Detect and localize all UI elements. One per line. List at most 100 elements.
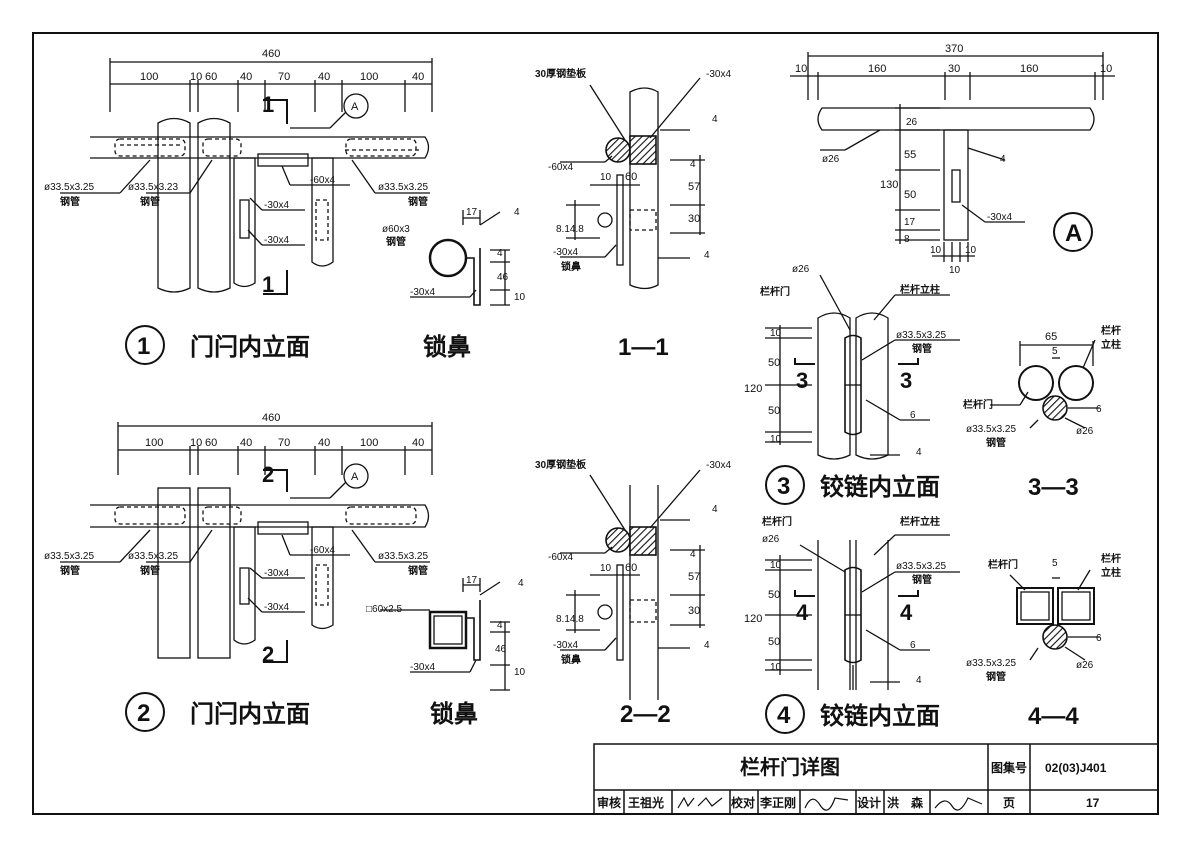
cut-label-2-bottom: 2 — [262, 642, 274, 667]
label-flat-60x4-s2: -60x4 — [548, 552, 573, 563]
dim-60-s1: 60 — [625, 171, 637, 183]
lock-title-1: 锁鼻 — [423, 333, 471, 361]
label-pipe-left-2: ø33.5x3.25 — [44, 551, 94, 562]
weld-4-lock: 4 — [514, 207, 520, 218]
dim-60-a: 60 — [205, 71, 217, 83]
label-rail-33: 栏杆 — [1101, 324, 1121, 337]
detail-1-number: 1 — [137, 333, 150, 360]
detail-3-title: 铰链内立面 — [820, 473, 940, 501]
section-1-1-title: 1—1 — [618, 334, 669, 361]
mark-a-small-2: A — [351, 471, 359, 483]
dim-370: 370 — [945, 43, 963, 55]
dim-10-2lock: 10 — [514, 667, 526, 678]
label-flat-30x4-da: -30x4 — [987, 212, 1012, 223]
dim-100-a: 100 — [140, 71, 158, 83]
label-pipe-33: ø33.5x3.25 — [966, 424, 1016, 435]
label-rail-44: 栏杆 — [1101, 552, 1121, 565]
dim-460-2: 460 — [262, 412, 280, 424]
dim-40-c: 40 — [412, 71, 424, 83]
titleblock-checker: 李正刚 — [759, 795, 796, 810]
dim-70-a: 70 — [278, 71, 290, 83]
cut-3-left: 3 — [796, 368, 808, 393]
section-2-2-title: 2—2 — [620, 701, 671, 728]
dim-40-b: 40 — [318, 71, 330, 83]
weld-6-44: 6 — [1096, 633, 1102, 644]
dim-460-top: 460 — [262, 48, 280, 60]
titleblock-atlas-label: 图集号 — [991, 760, 1027, 775]
detail-1-title: 门闩内立面 — [190, 333, 310, 361]
label-locknose-s2: 锁鼻 — [561, 653, 581, 666]
label-locknose-s1: 锁鼻 — [561, 260, 581, 273]
label-pipe-44: ø33.5x3.25 — [966, 658, 1016, 669]
label-rail-post-3: 栏杆立柱 — [900, 283, 940, 296]
signatures — [677, 796, 983, 811]
dim-30-s1: 30 — [688, 213, 700, 225]
dim-10-dc: 10 — [930, 245, 942, 256]
dim-4-s2: 4 — [690, 549, 696, 560]
dim-120-4: 120 — [744, 613, 762, 625]
detail-3-marker — [765, 465, 805, 505]
label-pipe-mid: ø33.5x3.23 — [128, 182, 178, 193]
label-pad-30: 30厚钢垫板 — [535, 67, 587, 80]
dim-46-2: 46 — [495, 644, 507, 655]
label-steel-mid-2: 钢管 — [140, 564, 160, 577]
label-sq-60x25: □60x2.5 — [366, 604, 403, 615]
dim-10-db: 10 — [1100, 63, 1112, 75]
detail-1-marker — [125, 325, 165, 365]
label-rail-door-44: 栏杆门 — [988, 558, 1018, 571]
label-steel-pipe-left: 钢管 — [60, 195, 80, 208]
label-post-44: 立柱 — [1101, 566, 1121, 579]
weld-4-lock-2: 4 — [518, 578, 524, 589]
weld-4-da: 4 — [1000, 154, 1006, 165]
mark-a-small: A — [351, 101, 359, 113]
dim-160-a: 160 — [868, 63, 886, 75]
dim-4-a: 4 — [497, 248, 503, 259]
section-1-1 — [560, 77, 705, 290]
dim-17-2: 17 — [466, 575, 478, 586]
cut-3-right: 3 — [900, 368, 912, 393]
dim-40-a: 40 — [240, 71, 252, 83]
dim-130: 130 — [880, 179, 898, 191]
dim-70-2a: 70 — [278, 437, 290, 449]
section-3-3-title: 3—3 — [1028, 474, 1079, 501]
dim-4-2: 4 — [497, 620, 503, 631]
dim-8-a: 8 — [904, 234, 910, 245]
dim-5-b: 5 — [1052, 558, 1058, 569]
label-steel-3: 钢管 — [912, 342, 932, 355]
label-rail-post-4: 栏杆立柱 — [900, 515, 940, 528]
title-block — [593, 743, 1159, 815]
section-2-2 — [560, 469, 705, 700]
section-4-4 — [1009, 569, 1100, 661]
label-pipe-mid-2: ø33.5x3.25 — [128, 551, 178, 562]
dim-60-s2: 60 — [625, 562, 637, 574]
titleblock-page-no: 17 — [1086, 796, 1100, 810]
dim-10-dd: 10 — [965, 245, 977, 256]
detail-1-elevation — [60, 58, 433, 295]
detail-4-marker — [765, 694, 805, 734]
weld-4-3: 4 — [916, 447, 922, 458]
dim-30-s2: 30 — [688, 605, 700, 617]
dim-50-3a: 50 — [768, 357, 780, 369]
label-phi26-a: ø26 — [822, 154, 840, 165]
dim-100-b: 100 — [360, 71, 378, 83]
label-flat-30x4-s1b: -30x4 — [553, 247, 578, 258]
dim-40-2c: 40 — [412, 437, 424, 449]
dim-60-2a: 60 — [205, 437, 217, 449]
cut-4-left: 4 — [796, 600, 809, 625]
label-flat-lock-2: -30x4 — [410, 662, 435, 673]
label-steel-pipe-lock: 钢管 — [386, 235, 406, 248]
dim-10-2a: 10 — [190, 437, 202, 449]
dim-17-b: 17 — [904, 217, 916, 228]
label-pad-30-2: 30厚钢垫板 — [535, 458, 587, 471]
label-rail-door-33: 栏杆门 — [963, 398, 993, 411]
detail-2-marker — [125, 692, 165, 732]
dim-100-2b: 100 — [360, 437, 378, 449]
detail-3-hinge — [765, 274, 960, 460]
label-flat-60x4: -60x4 — [310, 175, 335, 186]
weld-4-4: 4 — [916, 675, 922, 686]
cut-label-1-top: 1 — [262, 92, 274, 117]
dim-10-4a: 10 — [770, 560, 782, 571]
cut-label-1-bottom: 1 — [262, 272, 274, 297]
